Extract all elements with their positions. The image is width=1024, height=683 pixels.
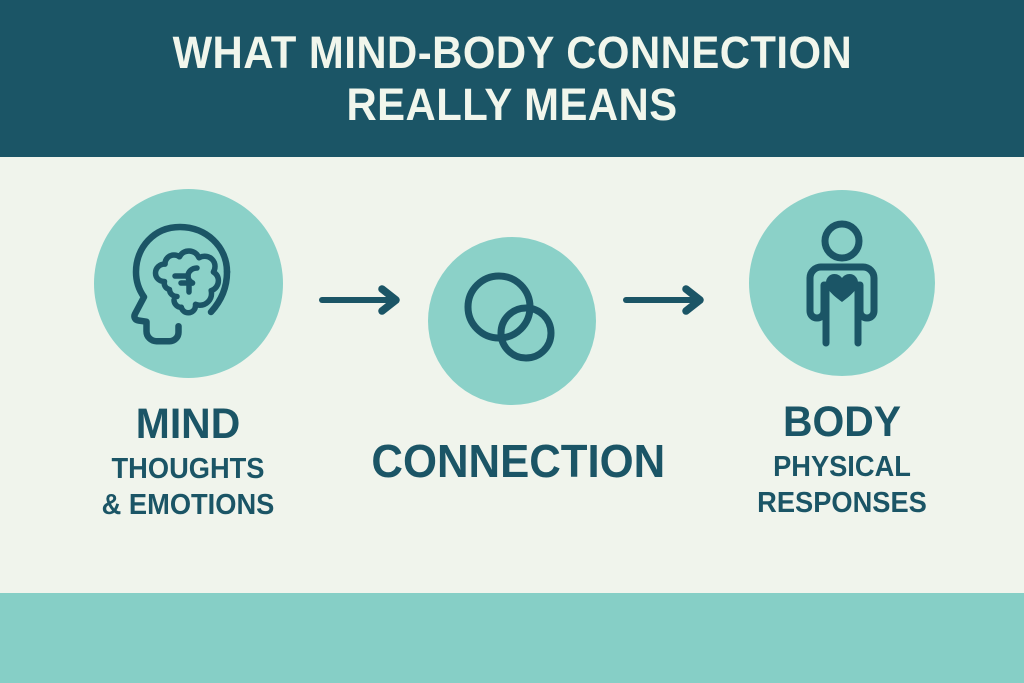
- head-with-brain-icon: [119, 212, 257, 355]
- overlapping-circles-icon: [453, 260, 571, 383]
- mind-icon-circle: [93, 189, 283, 378]
- flow-node-body: BODY PHYSICAL RESPONSES: [694, 157, 990, 521]
- mind-subtitle-line-2: & EMOTIONS: [101, 489, 275, 521]
- arrow-mind-to-connection: [318, 284, 406, 321]
- page-title-line-2: REALLY MEANS: [346, 78, 678, 130]
- body-subtitle: PHYSICAL RESPONSES: [703, 449, 981, 521]
- flow-node-connection: CONNECTION: [364, 157, 666, 487]
- body-title: BODY: [782, 398, 902, 446]
- mind-subtitle: THOUGHTS & EMOTIONS: [49, 451, 327, 523]
- footer-band: [0, 593, 1024, 683]
- body-subtitle-line-2: RESPONSES: [757, 487, 927, 519]
- flow-node-mind: MIND THOUGHTS & EMOTIONS: [40, 157, 336, 523]
- flow-diagram: MIND THOUGHTS & EMOTIONS: [0, 157, 1024, 593]
- mind-title: MIND: [135, 400, 241, 448]
- body-subtitle-line-1: PHYSICAL: [773, 451, 911, 483]
- connection-icon-circle: [428, 237, 596, 405]
- connection-title: CONNECTION: [371, 435, 666, 487]
- arrow-connection-to-body: [622, 284, 710, 321]
- person-with-heart-icon: [776, 215, 908, 352]
- header-banner: WHAT MIND-BODY CONNECTION REALLY MEANS: [0, 0, 1024, 157]
- page-title-line-1: WHAT MIND-BODY CONNECTION: [172, 26, 852, 78]
- mind-subtitle-line-1: THOUGHTS: [111, 453, 265, 485]
- body-icon-circle: [749, 190, 935, 376]
